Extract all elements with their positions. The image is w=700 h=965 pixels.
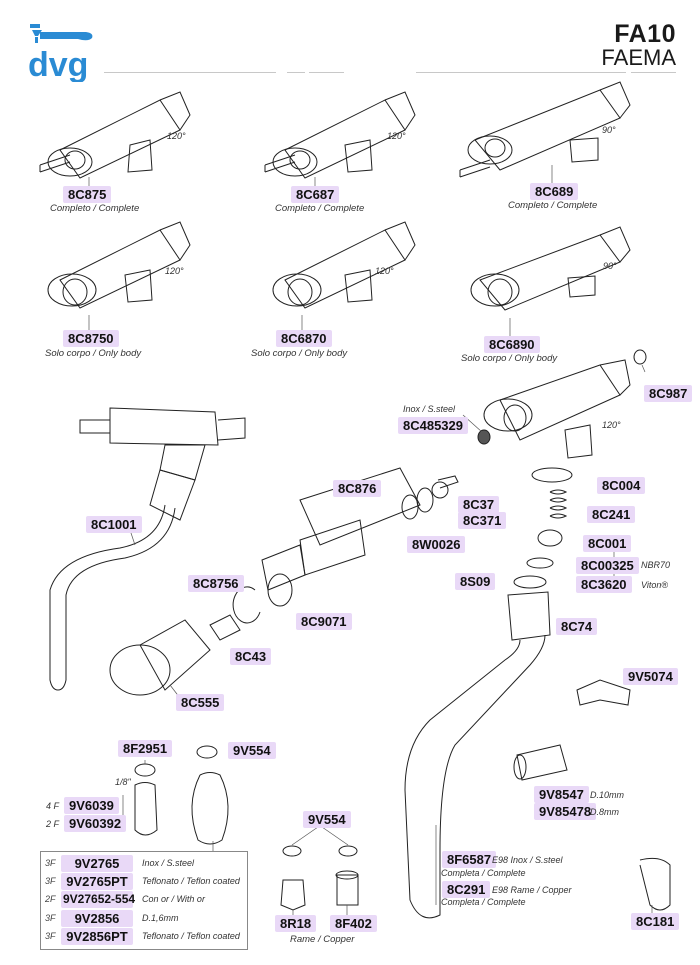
part-label-8F402[interactable]: 8F402 [330,915,377,932]
angle-note: 120° [167,131,186,141]
part-label-8C00325[interactable]: 8C00325 [576,557,639,574]
part-label-9V5074[interactable]: 9V5074 [623,668,678,685]
part-label-8C004[interactable]: 8C004 [597,477,646,494]
dvg-logo: dvg [28,22,98,84]
header-divider [104,72,276,73]
desc: D.1,6mm [142,913,179,923]
part-caption: Solo corpo / Only body [461,353,558,364]
part-label-8F2951[interactable]: 8F2951 [118,740,173,757]
part-caption: Completo / Complete [275,203,365,214]
caption: Completa / Complete [441,868,526,878]
qty: 3F [45,931,56,941]
part-label-8C6870[interactable]: 8C6870 [276,330,332,347]
part-label-8C43[interactable]: 8C43 [230,648,272,665]
part-label-8C555[interactable]: 8C555 [176,694,225,711]
part-label-8C291[interactable]: 8C291 [442,881,491,898]
part-caption: Solo corpo / Only body [45,348,142,359]
thread-note: 1/8" [115,777,131,787]
part-label-9V8547[interactable]: 9V8547 [534,786,589,803]
part-label-8C1001[interactable]: 8C1001 [86,516,142,533]
part-label-8C8750[interactable]: 8C8750 [63,330,119,347]
part-label-8C9071[interactable]: 8C9071 [296,613,352,630]
part-label-8C687[interactable]: 8C687 [291,186,340,203]
header-divider [416,72,626,73]
angle-note: 120° [165,266,184,276]
tap-drawing-8C689 [459,81,631,183]
manufacturer-title: FAEMA [601,45,676,70]
part-label-8W0026[interactable]: 8W0026 [407,536,466,553]
part-label-9V60392[interactable]: 9V60392 [64,815,127,832]
material-note: Viton® [641,580,668,590]
part-label-9V554[interactable]: 9V554 [228,742,276,759]
part-label-8C6890[interactable]: 8C6890 [484,336,540,353]
steam-valve-drawing [49,407,246,691]
part-label-9V6039[interactable]: 9V6039 [64,797,119,814]
desc: Inox / S.steel [142,858,195,868]
qty-note: 2 F [46,819,60,829]
size-note: D.8mm [590,807,619,817]
part-label-9V27652-554[interactable]: 9V27652-554 [61,891,136,908]
material-note: Inox / S.steel [403,404,456,414]
angle-note: 120° [375,266,394,276]
part-label-8C8756[interactable]: 8C8756 [188,575,244,592]
part-label-8C3620[interactable]: 8C3620 [576,576,632,593]
nozzle-table: 3F 9V2765 Inox / S.steel 3F 9V2765PT Tef… [40,851,248,950]
angle-note: 90° [603,261,617,271]
desc: Teflonato / Teflon coated [142,931,240,941]
part-label-8C371[interactable]: 8C371 [458,512,507,529]
tap-drawing-8C8750 [47,221,191,330]
material-note: NBR70 [641,560,671,570]
part-label-8F6587[interactable]: 8F6587 [442,851,497,868]
part-label-8C001[interactable]: 8C001 [583,535,632,552]
part-caption: Completo / Complete [50,203,140,214]
part-label-8C689[interactable]: 8C689 [530,183,579,200]
part-label-8S09[interactable]: 8S09 [455,573,496,590]
qty: 2F [45,894,56,904]
small-parts-right [513,679,671,915]
angle-note: 90° [602,125,616,135]
part-label-8C875[interactable]: 8C875 [63,186,112,203]
qty: 3F [45,876,56,886]
tap-drawing-8C875 [39,91,191,188]
angle-note: 120° [602,420,621,430]
model-title: FA10 [614,20,676,48]
header-divider [309,72,344,73]
tap-drawing-8C6870 [272,221,416,330]
material-note: E98 Rame / Copper [492,885,572,895]
material-note: E98 Inox / S.steel [492,855,563,865]
part-caption: Solo corpo / Only body [251,348,348,359]
exploded-valve-drawing [109,349,647,919]
part-label-8C37[interactable]: 8C37 [458,496,500,513]
part-label-8R18[interactable]: 8R18 [275,915,317,932]
qty: 3F [45,858,56,868]
part-label-8C485329[interactable]: 8C485329 [398,417,468,434]
portafilter-icon: dvg [28,24,93,84]
size-note: D.10mm [590,790,625,800]
tap-drawing-8C687 [264,91,416,188]
desc: Teflonato / Teflon coated [142,876,240,886]
qty: 3F [45,913,56,923]
part-label-9V554[interactable]: 9V554 [303,811,351,828]
header-divider [287,72,305,73]
part-label-8C987[interactable]: 8C987 [644,385,693,402]
caption: Completa / Complete [441,897,526,907]
desc: Con or / With or [142,894,205,904]
part-label-9V2856[interactable]: 9V2856 [61,910,133,927]
material-note: Rame / Copper [290,934,355,945]
part-label-8C181[interactable]: 8C181 [631,913,680,930]
part-label-8C74[interactable]: 8C74 [556,618,598,635]
part-label-9V2765[interactable]: 9V2765 [61,855,133,872]
angle-note: 120° [387,131,406,141]
part-label-9V2765PT[interactable]: 9V2765PT [61,873,133,890]
part-caption: Completo / Complete [508,200,598,211]
part-label-8C241[interactable]: 8C241 [587,506,636,523]
part-label-9V85478[interactable]: 9V85478 [534,803,597,820]
part-label-8C876[interactable]: 8C876 [333,480,382,497]
qty-note: 4 F [46,801,60,811]
tap-drawing-8C6890 [470,226,631,336]
header-divider [631,72,676,73]
brand-text: dvg [28,46,88,82]
part-label-9V2856PT[interactable]: 9V2856PT [61,928,133,945]
